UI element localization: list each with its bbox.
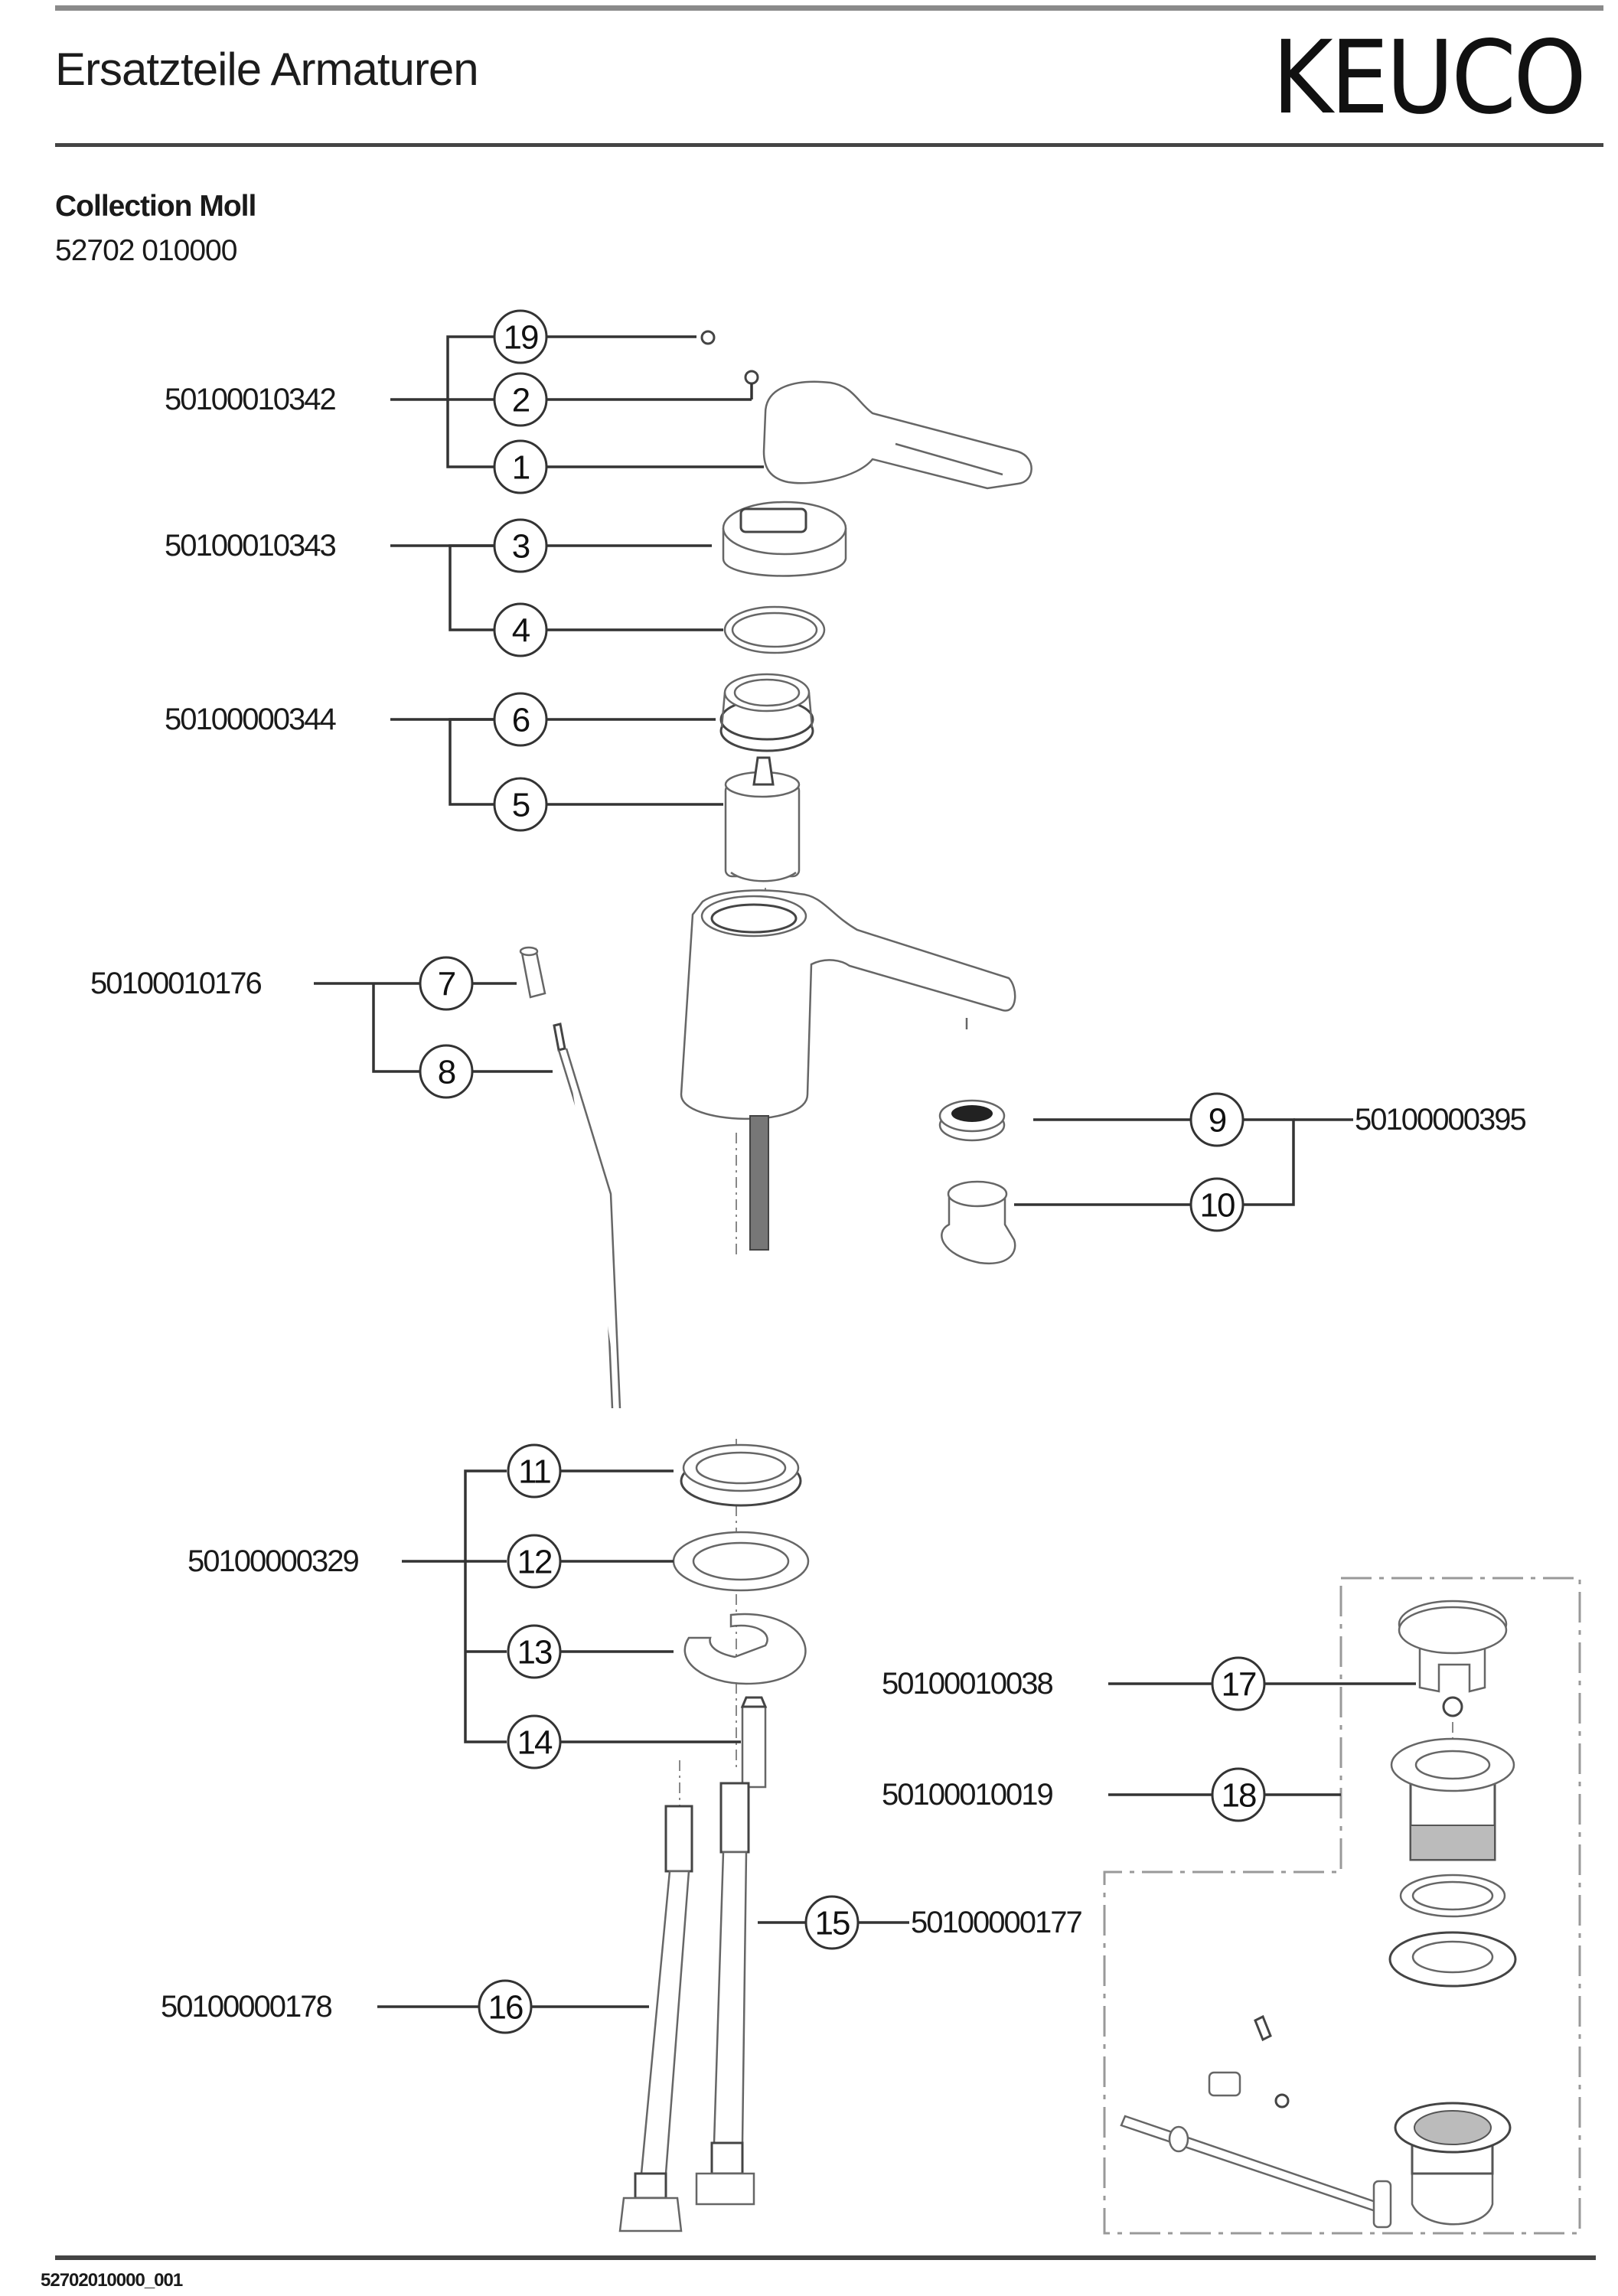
svg-text:1: 1 (512, 449, 530, 487)
callout-9: 9 (1189, 1092, 1244, 1147)
callout-7: 7 (419, 956, 474, 1011)
callout-2: 2 (493, 372, 548, 427)
part-10-aerator-key (941, 1180, 1016, 1265)
part-14-hex-extension (740, 1696, 768, 1789)
part-19-screw (700, 330, 716, 345)
callouts: 19 2 1 3 4 6 5 7 8 9 10 11 12 13 14 17 1… (419, 309, 1266, 2034)
part-number-50100010038: 50100010038 (882, 1667, 1052, 1701)
callout-19: 19 (493, 309, 548, 364)
callout-4: 4 (493, 602, 548, 657)
callout-11: 11 (507, 1443, 562, 1499)
part-5-cartridge (724, 756, 801, 882)
part-drawings (519, 330, 1581, 2235)
svg-text:13: 13 (517, 1634, 552, 1671)
part-6-threaded-nut (719, 673, 814, 752)
svg-text:6: 6 (512, 702, 530, 739)
footer-rule (55, 2255, 1596, 2260)
part-number-50100000177: 50100000177 (911, 1906, 1081, 1939)
part-1-lever-handle (762, 380, 1032, 490)
threaded-rod (736, 1115, 769, 1255)
callout-6: 6 (493, 692, 548, 747)
svg-text:7: 7 (438, 966, 455, 1003)
part-18-drain-body (1120, 1737, 1517, 2229)
svg-text:4: 4 (512, 612, 530, 650)
part-11-fixing-nut (680, 1443, 802, 1507)
page-title: Ersatzteile Armaturen (55, 44, 479, 95)
part-number-50100010342: 50100010342 (165, 383, 335, 416)
collection-name: Collection Moll (55, 190, 256, 223)
svg-text:10: 10 (1200, 1187, 1235, 1225)
callout-3: 3 (493, 518, 548, 573)
part-12-washer (672, 1531, 810, 1592)
callout-1: 1 (493, 439, 548, 494)
part-number-50100010343: 50100010343 (165, 529, 335, 563)
part-number-50100000178: 50100000178 (161, 1990, 331, 2024)
callout-12: 12 (507, 1534, 562, 1589)
part-7-sleeve (519, 946, 546, 999)
callout-13: 13 (507, 1624, 562, 1679)
svg-text:11: 11 (518, 1453, 550, 1491)
part-numbers: 50100010342 50100010343 50100000344 5010… (90, 383, 1527, 2024)
part-3-cover-cap (722, 501, 847, 577)
svg-text:9: 9 (1209, 1102, 1226, 1140)
header-rule (55, 143, 1603, 147)
part-number-50100010019: 50100010019 (882, 1778, 1052, 1812)
keuco-logo: KEUCO (1272, 19, 1587, 137)
part-number-50100000329: 50100000329 (188, 1544, 358, 1578)
part-number-50100010176: 50100010176 (90, 967, 261, 1000)
part-16-hose (618, 1760, 693, 2232)
callout-17: 17 (1211, 1656, 1266, 1711)
top-rule (55, 5, 1603, 11)
part-number-50100000344: 50100000344 (165, 703, 336, 736)
svg-text:14: 14 (517, 1724, 553, 1762)
leader-lines (314, 335, 1416, 2008)
svg-text:8: 8 (438, 1054, 455, 1091)
article-number: 52702 010000 (55, 234, 237, 267)
svg-text:16: 16 (488, 1989, 523, 2027)
svg-text:5: 5 (512, 787, 530, 824)
svg-text:2: 2 (512, 382, 530, 419)
svg-text:12: 12 (517, 1544, 552, 1581)
svg-text:15: 15 (815, 1905, 850, 1942)
part-number-50100000395: 50100000395 (1355, 1103, 1525, 1137)
callout-15: 15 (804, 1895, 860, 1950)
part-8-lift-rod (553, 1022, 621, 1409)
callout-14: 14 (507, 1714, 562, 1769)
svg-text:19: 19 (504, 319, 538, 357)
svg-text:17: 17 (1222, 1666, 1256, 1704)
part-13-horseshoe-plate (683, 1613, 807, 1685)
callout-8: 8 (419, 1044, 474, 1099)
svg-text:18: 18 (1222, 1777, 1256, 1815)
drain-kit-frame (1103, 1577, 1581, 2235)
drawing-code: 52702010000_001 (41, 2270, 183, 2291)
faucet-body (680, 889, 1016, 1120)
part-4-o-ring (723, 605, 826, 654)
part-15-hose (695, 1782, 755, 2206)
part-17-drain-plug (1398, 1600, 1508, 1745)
callout-16: 16 (478, 1979, 533, 2034)
part-9-aerator (938, 1018, 1006, 1142)
part-2-screw (744, 370, 759, 400)
callout-5: 5 (493, 777, 548, 832)
callout-10: 10 (1189, 1177, 1244, 1232)
callout-18: 18 (1211, 1767, 1266, 1822)
svg-text:3: 3 (512, 528, 530, 566)
